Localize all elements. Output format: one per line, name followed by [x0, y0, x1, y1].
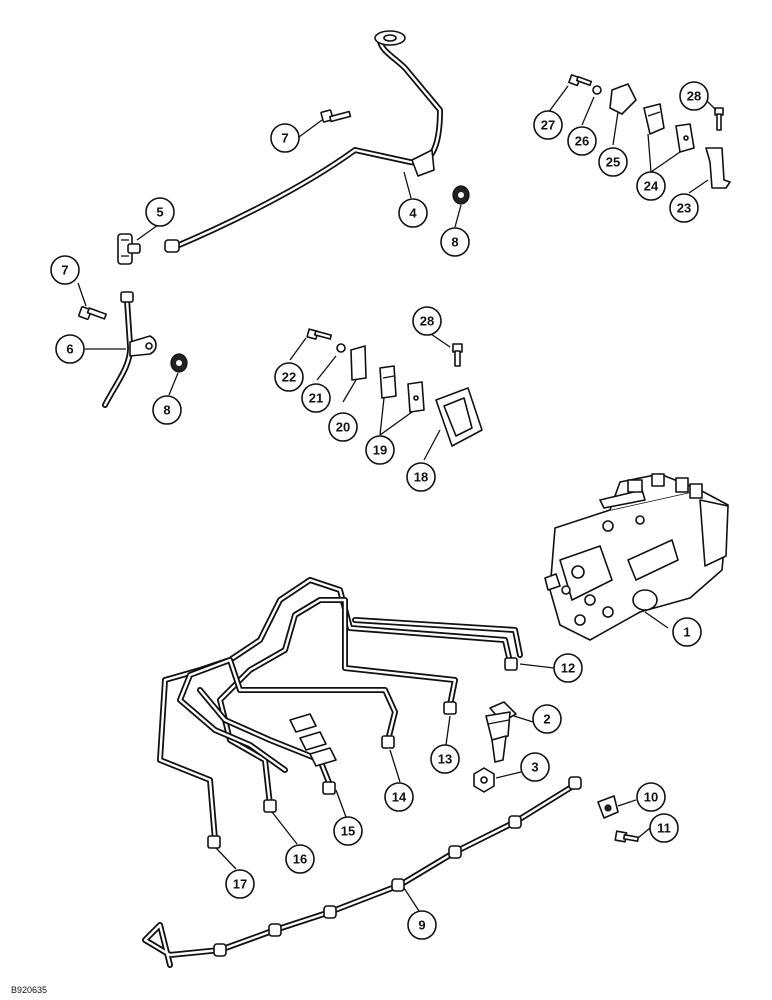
callout-13: 13 [430, 744, 460, 774]
callout-27-text: 27 [541, 118, 555, 133]
callout-4: 4 [398, 198, 428, 228]
callout-12-text: 12 [561, 661, 575, 676]
callout-21-text: 21 [309, 391, 323, 406]
callout-7-upper: 7 [270, 123, 300, 153]
injection-pump-1 [544, 473, 729, 641]
callout-19: 19 [365, 435, 395, 465]
callout-8-lower: 8 [152, 395, 182, 425]
grommet-8-lower [170, 353, 188, 373]
callout-12: 12 [553, 653, 583, 683]
callout-6-text: 6 [66, 342, 73, 357]
nut-3 [473, 767, 495, 793]
leak-off-line-9 [142, 776, 582, 968]
callout-8-upper-text: 8 [451, 235, 458, 250]
callout-8-lower-text: 8 [163, 403, 170, 418]
callout-20-text: 20 [336, 420, 350, 435]
return-pipe-6 [102, 291, 157, 408]
callout-25-text: 25 [606, 155, 620, 170]
bolt-11 [614, 830, 640, 843]
callout-11-text: 11 [657, 821, 671, 836]
callout-22-text: 22 [282, 370, 296, 385]
leak-off-pipe-4 [164, 30, 443, 253]
callout-23: 23 [669, 193, 699, 223]
callout-27: 27 [533, 110, 563, 140]
callout-24-text: 24 [644, 179, 659, 194]
callout-2-text: 2 [543, 712, 550, 727]
tee-fitting-5 [117, 233, 141, 265]
callout-17-text: 17 [233, 877, 247, 892]
figure-reference-code: B920635 [11, 985, 47, 995]
callout-5-text: 5 [156, 205, 163, 220]
bolt-7-lower [78, 306, 107, 320]
injector-lines [157, 577, 523, 849]
callout-1: 1 [672, 617, 702, 647]
callout-16: 16 [285, 844, 315, 874]
callout-23-text: 23 [677, 201, 691, 216]
callout-1-text: 1 [683, 625, 690, 640]
callout-10: 10 [636, 782, 666, 812]
callout-15: 15 [333, 816, 363, 846]
callout-17: 17 [225, 869, 255, 899]
callout-16-text: 16 [293, 852, 307, 867]
callout-26-text: 26 [575, 134, 589, 149]
callout-3: 3 [520, 752, 550, 782]
injector-2 [485, 701, 517, 763]
callout-5: 5 [145, 197, 175, 227]
callout-8-upper: 8 [440, 227, 470, 257]
callout-6: 6 [55, 334, 85, 364]
callout-25: 25 [598, 147, 628, 177]
callout-28-middle-text: 28 [420, 314, 434, 329]
callout-14-text: 14 [392, 790, 407, 805]
callout-7-lower: 7 [50, 255, 80, 285]
callout-18: 18 [406, 462, 436, 492]
callout-3-text: 3 [531, 760, 538, 775]
callout-7-upper-text: 7 [281, 131, 288, 146]
callout-15-text: 15 [341, 824, 355, 839]
callout-7-lower-text: 7 [61, 263, 68, 278]
callout-9: 9 [407, 910, 437, 940]
callout-28-top: 28 [679, 81, 709, 111]
callout-24: 24 [636, 171, 666, 201]
leader-lines [77, 85, 717, 912]
callout-28-middle: 28 [412, 306, 442, 336]
callout-19-text: 19 [373, 443, 387, 458]
callout-20: 20 [328, 412, 358, 442]
callout-21: 21 [301, 383, 331, 413]
callout-22: 22 [274, 362, 304, 392]
callout-4-text: 4 [409, 206, 417, 221]
clamp-hardware-middle [306, 328, 483, 447]
callout-26: 26 [567, 126, 597, 156]
callout-11: 11 [649, 813, 679, 843]
callout-10-text: 10 [644, 790, 658, 805]
callout-2: 2 [532, 704, 562, 734]
callout-18-text: 18 [414, 470, 428, 485]
callout-13-text: 13 [438, 752, 452, 767]
clip-10 [597, 795, 619, 819]
callout-14: 14 [384, 782, 414, 812]
clamp-hardware-top-right [568, 74, 731, 189]
grommet-8-upper [452, 185, 470, 205]
bolt-7-upper [320, 109, 352, 123]
callout-28-top-text: 28 [687, 89, 701, 104]
callout-9-text: 9 [418, 918, 425, 933]
